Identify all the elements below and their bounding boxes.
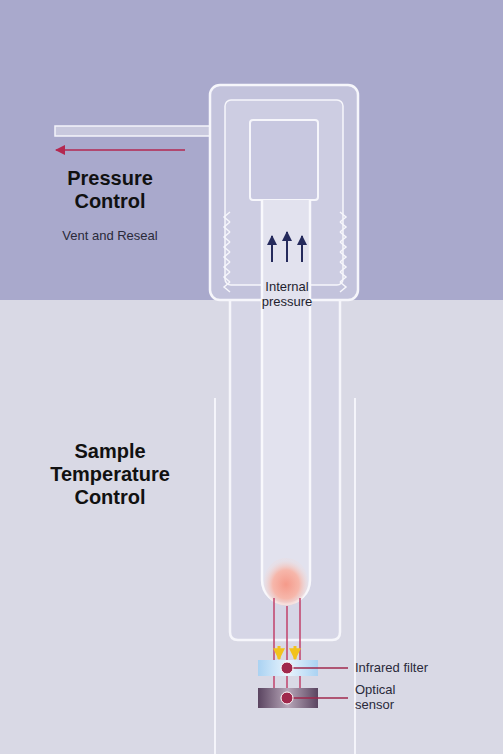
sample-tube bbox=[262, 200, 310, 604]
thread-tooth bbox=[224, 222, 230, 232]
jacket-wall bbox=[214, 398, 216, 754]
pressure-zone bbox=[0, 0, 503, 300]
thread-tooth bbox=[340, 222, 346, 232]
thread-tooth bbox=[340, 282, 346, 292]
thread-tooth bbox=[224, 262, 230, 272]
heat-arrow bbox=[294, 646, 297, 659]
callout-dot bbox=[281, 692, 293, 704]
thread-tooth bbox=[224, 212, 230, 222]
thread-tooth bbox=[224, 272, 230, 282]
thread-tooth bbox=[224, 232, 230, 242]
section-subtitle: Vent and Reseal bbox=[45, 229, 175, 244]
valve-block bbox=[250, 120, 318, 200]
vent-arrow bbox=[56, 149, 185, 151]
thread-tooth bbox=[340, 242, 346, 252]
pressure-arrow bbox=[286, 232, 288, 262]
callout-label: Infrared filter bbox=[355, 661, 475, 676]
thread-tooth bbox=[224, 242, 230, 252]
heat-arrow bbox=[278, 646, 281, 659]
callout-label: Optical sensor bbox=[355, 683, 415, 713]
thread-tooth bbox=[224, 282, 230, 292]
section-heading: Pressure Control bbox=[45, 167, 175, 213]
thread-tooth bbox=[340, 272, 346, 282]
pressure-arrow bbox=[271, 236, 273, 262]
pressure-label: Internal pressure bbox=[247, 280, 327, 310]
leader-line bbox=[287, 667, 348, 669]
thread-tooth bbox=[224, 252, 230, 262]
section-heading: Sample Temperature Control bbox=[40, 440, 180, 509]
thread-tooth bbox=[340, 212, 346, 222]
thread-tooth bbox=[340, 252, 346, 262]
thread-tooth bbox=[340, 262, 346, 272]
leader-line bbox=[287, 697, 348, 699]
sample-glow bbox=[264, 558, 308, 606]
pressure-arrow bbox=[301, 236, 303, 262]
callout-dot bbox=[281, 662, 293, 674]
thread-tooth bbox=[340, 232, 346, 242]
